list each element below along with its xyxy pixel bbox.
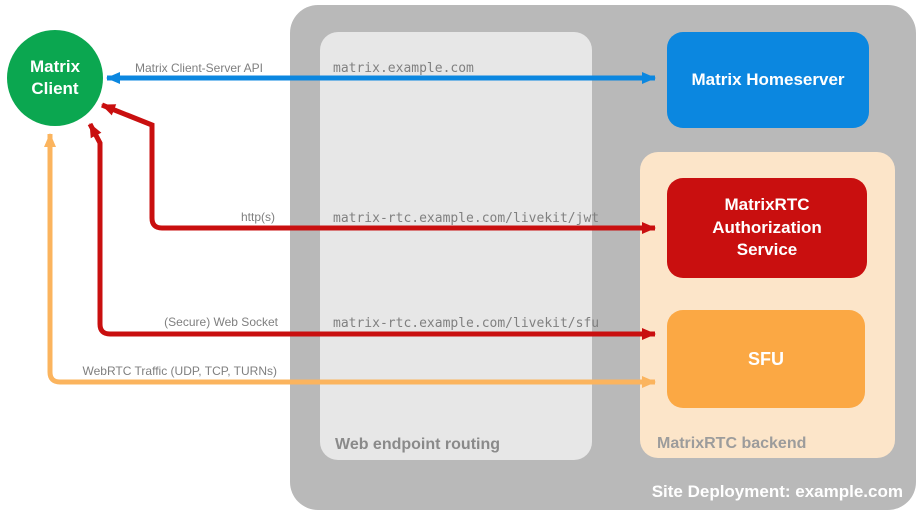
matrix-client-node: Matrix Client bbox=[7, 30, 103, 126]
matrix-homeserver-label: Matrix Homeserver bbox=[691, 70, 845, 89]
site-deployment-caption: Site Deployment: example.com bbox=[651, 482, 903, 501]
sfu-label: SFU bbox=[748, 348, 784, 369]
matrix-homeserver-node: Matrix Homeserver bbox=[667, 32, 869, 128]
matrixrtc-authorization-service-label: MatrixRTC Authorization Service bbox=[712, 194, 822, 260]
matrixrtc-backend-caption: MatrixRTC backend bbox=[657, 435, 807, 452]
web-endpoint-routing-panel bbox=[320, 32, 592, 460]
web-endpoint-routing-caption: Web endpoint routing bbox=[335, 436, 501, 453]
arrow-label-client-server-api: Matrix Client-Server API bbox=[134, 61, 264, 75]
route-matrix-example-com: matrix.example.com bbox=[333, 61, 474, 76]
matrixrtc-authorization-service-node: MatrixRTC Authorization Service bbox=[667, 178, 867, 278]
route-livekit-jwt: matrix-rtc.example.com/livekit/jwt bbox=[333, 211, 600, 226]
arrow-label-secure-web-socket: (Secure) Web Socket bbox=[164, 315, 278, 329]
route-livekit-sfu: matrix-rtc.example.com/livekit/sfu bbox=[333, 316, 600, 331]
sfu-node: SFU bbox=[667, 310, 865, 408]
arrow-label-webrtc-traffic: WebRTC Traffic (UDP, TCP, TURNs) bbox=[82, 364, 278, 378]
matrix-client-label: Matrix Client bbox=[29, 56, 81, 98]
arrow-label-https: http(s) bbox=[240, 210, 275, 224]
